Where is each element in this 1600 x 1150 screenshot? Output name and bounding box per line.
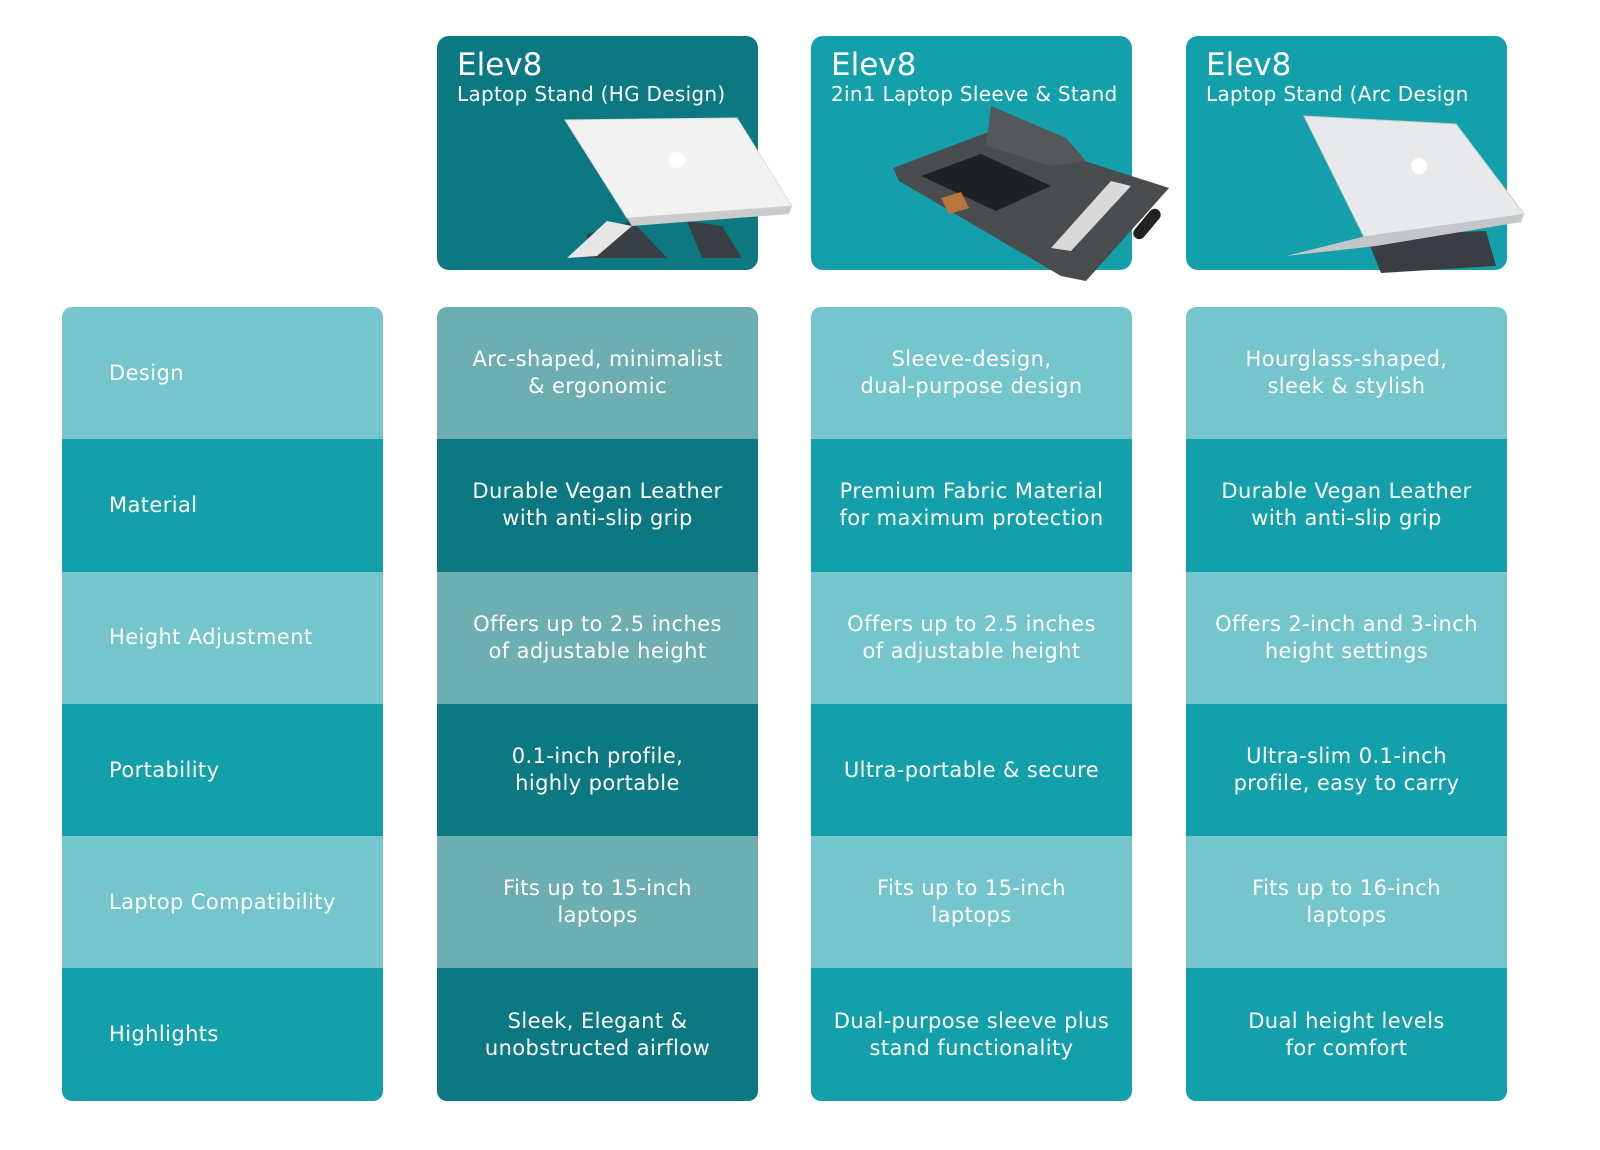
comparison-cell: Durable Vegan Leather with anti-slip gri… xyxy=(1186,439,1507,572)
cell-text: Durable Vegan Leather with anti-slip gri… xyxy=(472,479,723,531)
comparison-cell: Arc-shaped, minimalist & ergonomic xyxy=(437,307,758,440)
cell-text: Premium Fabric Material for maximum prot… xyxy=(839,479,1104,531)
cell-text: Offers up to 2.5 inches of adjustable he… xyxy=(847,611,1096,663)
cell-text: Offers 2-inch and 3-inch height settings xyxy=(1215,611,1478,663)
product-brand: Elev8 xyxy=(831,47,917,83)
comparison-cell: Durable Vegan Leather with anti-slip gri… xyxy=(437,439,758,572)
cell-text: Fits up to 15-inch laptops xyxy=(877,876,1066,928)
comparison-cell: Premium Fabric Material for maximum prot… xyxy=(811,439,1132,572)
cell-text: Portability xyxy=(109,757,220,782)
feature-label: Material xyxy=(62,439,383,572)
feature-label: Portability xyxy=(62,703,383,837)
cell-text: Height Adjustment xyxy=(109,625,313,650)
feature-label: Height Adjustment xyxy=(62,571,383,704)
product-name: Laptop Stand (HG Design) xyxy=(457,82,726,106)
cell-text: Design xyxy=(109,360,184,385)
cell-text: Material xyxy=(109,492,198,517)
product-card-arc-stand: Elev8 Laptop Stand (Arc Design xyxy=(1186,36,1525,273)
cell-text: 0.1-inch profile, highly portable xyxy=(511,744,684,796)
comparison-cell: Dual height levels for comfort xyxy=(1186,968,1507,1101)
cell-text: Dual height levels for comfort xyxy=(1248,1008,1445,1060)
product-card-hg-stand: Elev8 Laptop Stand (HG Design) xyxy=(437,36,793,270)
comparison-cell: 0.1-inch profile, highly portable xyxy=(437,703,758,837)
cell-text: Laptop Compatibility xyxy=(109,889,336,914)
cell-text: Arc-shaped, minimalist & ergonomic xyxy=(472,347,723,399)
comparison-cell: Sleeve-design, dual-purpose design xyxy=(811,307,1132,440)
comparison-cell: Offers up to 2.5 inches of adjustable he… xyxy=(811,571,1132,704)
cell-text: Ultra-portable & secure xyxy=(843,757,1100,782)
product-brand: Elev8 xyxy=(457,47,543,83)
comparison-cell: Hourglass-shaped, sleek & stylish xyxy=(1186,307,1507,440)
laptop-sleeve-image xyxy=(893,106,1169,281)
cell-text: Highlights xyxy=(109,1022,219,1047)
comparison-cell: Offers 2-inch and 3-inch height settings xyxy=(1186,571,1507,704)
cell-text: Ultra-slim 0.1-inch profile, easy to car… xyxy=(1233,744,1460,796)
cell-text: Fits up to 15-inch laptops xyxy=(503,876,692,928)
feature-label: Highlights xyxy=(62,968,383,1101)
product-brand: Elev8 xyxy=(1206,47,1292,83)
product-name: Laptop Stand (Arc Design xyxy=(1206,82,1469,106)
cell-text: Sleek, Elegant & unobstructed airflow xyxy=(484,1008,711,1060)
comparison-cell: Fits up to 16-inch laptops xyxy=(1186,836,1507,969)
cell-text: Fits up to 16-inch laptops xyxy=(1252,876,1441,928)
comparison-cell: Ultra-slim 0.1-inch profile, easy to car… xyxy=(1186,703,1507,837)
laptop-stand-image xyxy=(564,117,793,258)
cell-text: Sleeve-design, dual-purpose design xyxy=(860,347,1083,399)
product-card-sleeve-stand: Elev8 2in1 Laptop Sleeve & Stand xyxy=(811,36,1169,281)
feature-label: Design xyxy=(62,307,383,440)
comparison-cell: Sleek, Elegant & unobstructed airflow xyxy=(437,968,758,1101)
product-name: 2in1 Laptop Sleeve & Stand xyxy=(831,82,1118,106)
comparison-cell: Dual-purpose sleeve plus stand functiona… xyxy=(811,968,1132,1101)
comparison-cell: Fits up to 15-inch laptops xyxy=(811,836,1132,969)
comparison-cell: Ultra-portable & secure xyxy=(811,703,1132,837)
laptop-stand-image xyxy=(1286,115,1525,273)
comparison-cell: Fits up to 15-inch laptops xyxy=(437,836,758,969)
comparison-cell: Offers up to 2.5 inches of adjustable he… xyxy=(437,571,758,704)
cell-text: Hourglass-shaped, sleek & stylish xyxy=(1245,347,1448,399)
cell-text: Dual-purpose sleeve plus stand functiona… xyxy=(833,1008,1110,1060)
cell-text: Durable Vegan Leather with anti-slip gri… xyxy=(1221,479,1472,531)
feature-label: Laptop Compatibility xyxy=(62,836,383,969)
cell-text: Offers up to 2.5 inches of adjustable he… xyxy=(473,611,722,663)
